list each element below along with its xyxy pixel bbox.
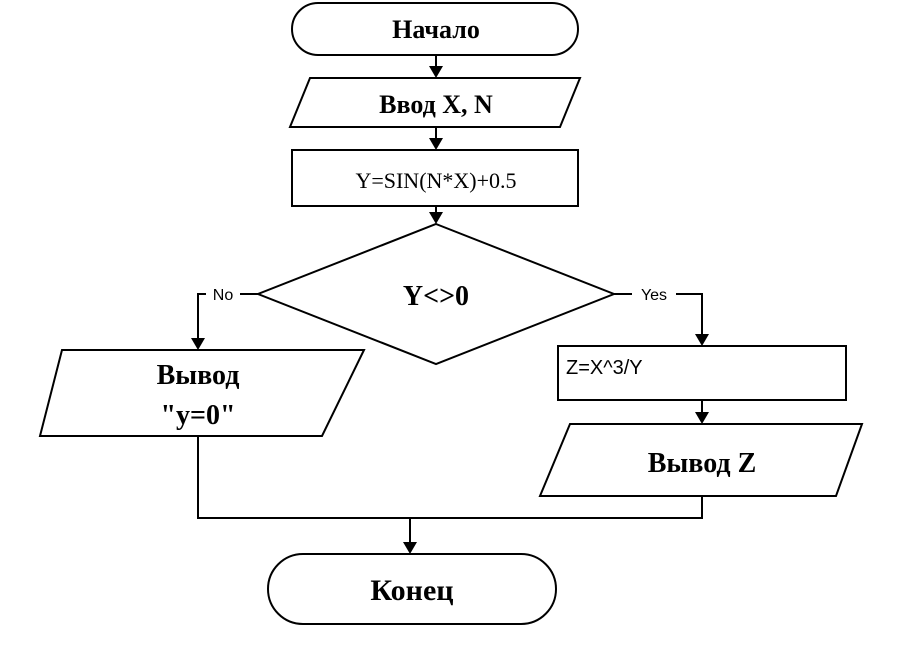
no-label-bg — [206, 283, 240, 303]
start-label: Начало — [392, 15, 480, 44]
arrowhead-decision-yes — [695, 334, 709, 346]
decision-label: Y<>0 — [403, 281, 469, 312]
compute-y-shape — [291, 149, 579, 207]
compute-z-label: Z=X^3/Y — [566, 357, 643, 379]
arrowhead-input-compute — [429, 138, 443, 150]
output-zero-line2: "y=0" — [160, 400, 235, 431]
input-label: Ввод X, N — [379, 90, 493, 119]
end-label: Конец — [370, 574, 453, 607]
compute-y-label: Y=SIN(N*X)+0.5 — [355, 168, 516, 193]
arrowhead-merge-end — [403, 542, 417, 554]
arrowhead-compute-decision — [429, 212, 443, 224]
output-zero-node: Вывод "y=0" — [38, 349, 366, 437]
output-zero-shape — [38, 349, 366, 437]
compute-z-node: Z=X^3/Y — [557, 345, 847, 401]
decision-node: Y<>0 — [255, 222, 617, 366]
output-z-shape — [538, 423, 864, 497]
arrowhead-computez-outputz — [695, 412, 709, 424]
output-z-node: Вывод Z — [538, 423, 864, 497]
yes-branch-label: Yes — [641, 287, 667, 304]
end-node: Конец — [267, 553, 557, 625]
yes-label-bg — [632, 283, 676, 303]
output-z-label: Вывод Z — [648, 448, 757, 479]
compute-z-shape — [557, 345, 847, 401]
output-zero-line1: Вывод — [157, 360, 240, 391]
end-shape — [267, 553, 557, 625]
compute-y-node: Y=SIN(N*X)+0.5 — [291, 149, 579, 207]
input-shape — [288, 77, 582, 128]
decision-shape — [255, 222, 617, 366]
input-node: Ввод X, N — [288, 77, 582, 128]
connector-outputzero-merge — [197, 436, 703, 519]
no-branch-label: No — [213, 287, 234, 304]
arrowhead-decision-no — [191, 338, 205, 350]
arrowhead-start-input — [429, 66, 443, 78]
start-node: Начало — [291, 2, 579, 56]
